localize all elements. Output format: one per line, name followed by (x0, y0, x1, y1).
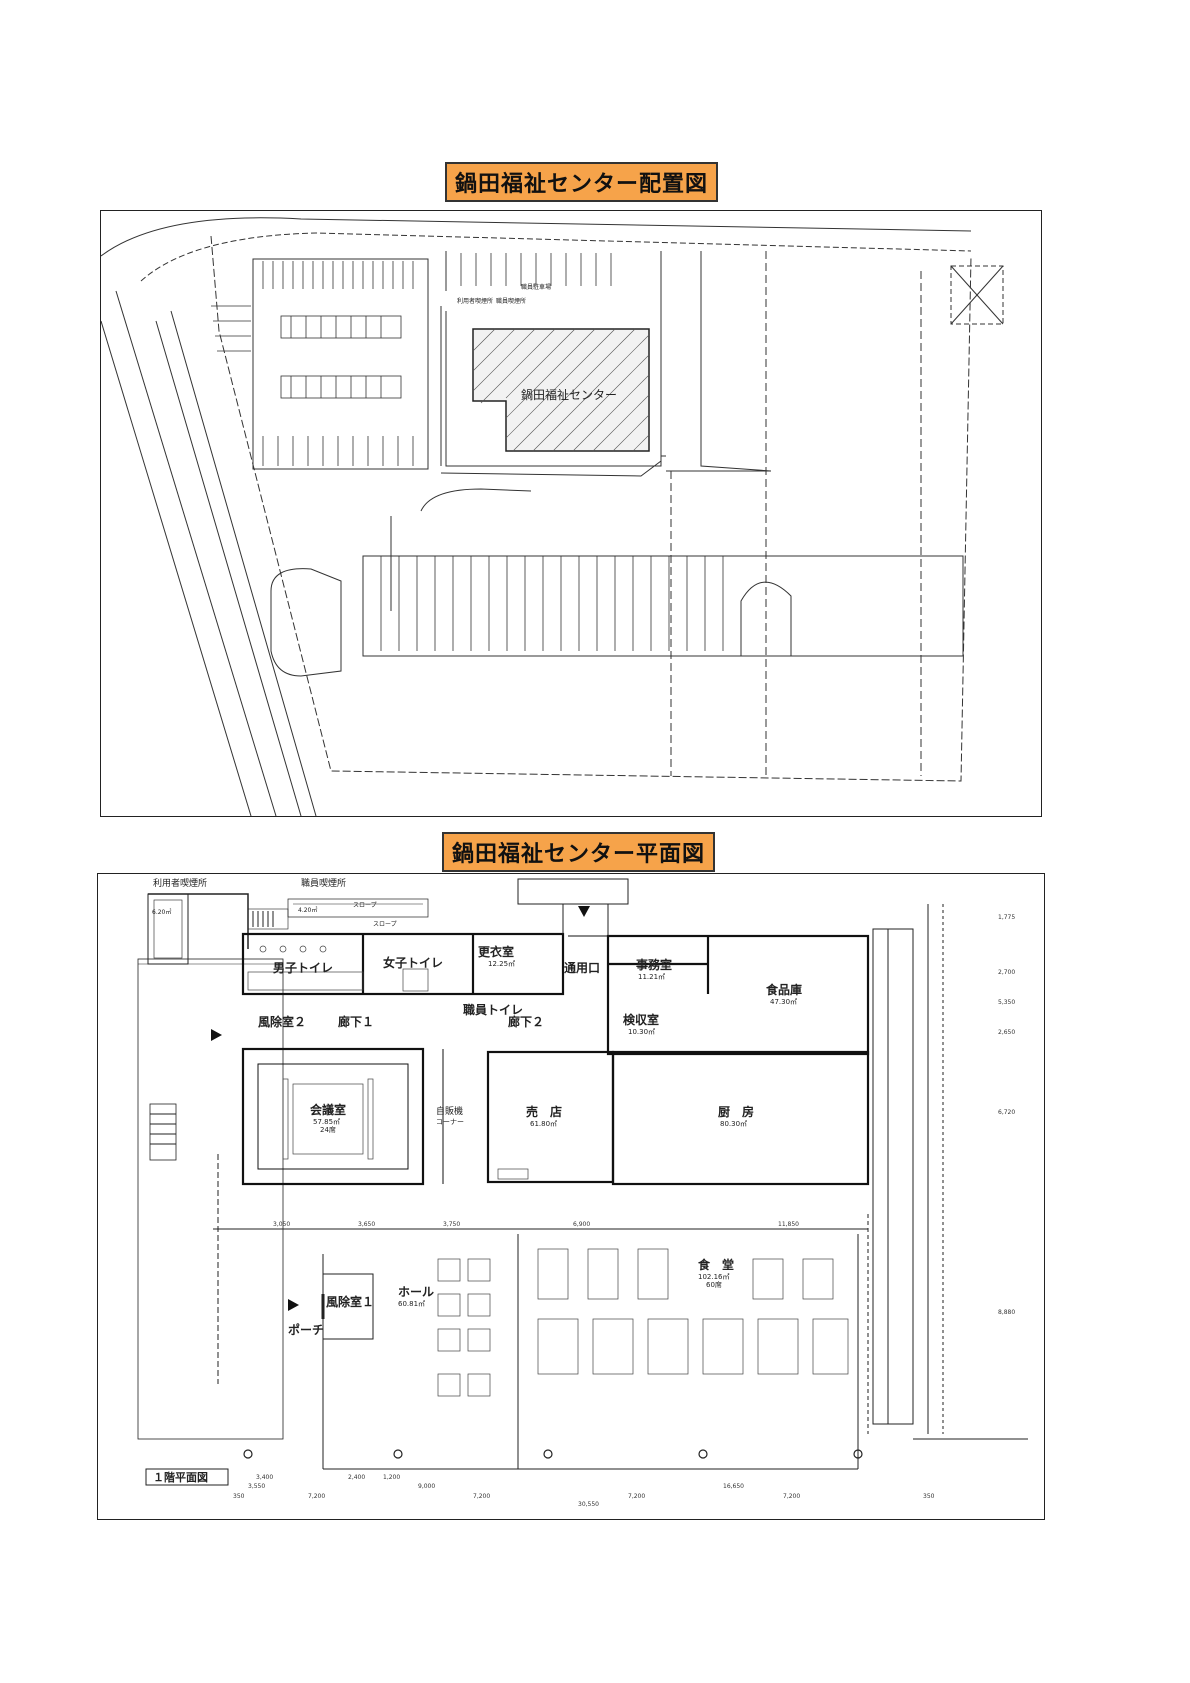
room-dining: 食 堂 (697, 1257, 734, 1272)
room-corridor-2: 廊下２ (508, 1014, 544, 1029)
room-meeting: 会議室 (310, 1102, 346, 1117)
room-food-storage: 食品庫 (765, 982, 802, 997)
room-hall-area: 60.81㎡ (398, 1300, 425, 1308)
room-shop: 売 店 (526, 1104, 562, 1119)
room-dining-seats: 60席 (706, 1280, 722, 1289)
dim-right-4: 2,650 (998, 1029, 1015, 1036)
room-inspection-area: 10.30㎡ (628, 1028, 655, 1036)
room-office: 事務室 (636, 957, 672, 972)
area-staff-smoking: 4.20㎡ (298, 906, 317, 914)
room-corridor-1: 廊下１ (338, 1014, 374, 1029)
room-food-storage-area: 47.30㎡ (770, 998, 797, 1006)
room-vending-corner: コーナー (436, 1118, 464, 1126)
dim-b3-3: 7,200 (473, 1493, 490, 1500)
dim-top-5: 11,850 (778, 1221, 799, 1228)
room-inspection: 検収室 (623, 1012, 659, 1027)
room-labels: 男子トイレ 女子トイレ 更衣室 12.25㎡ 通用口 事務室 11.21㎡ 食品… (258, 944, 802, 1337)
room-vending: 自販機 (436, 1105, 463, 1117)
dim-total: 30,550 (578, 1501, 599, 1508)
dim-right-6: 8,880 (998, 1309, 1015, 1316)
staff-smoking-area-label: 職員喫煙所 (301, 877, 346, 889)
dim-b2-1: 3,550 (248, 1483, 265, 1490)
room-men-toilet: 男子トイレ (273, 961, 333, 975)
site-plan-title: 鍋田福祉センター配置図 (445, 162, 719, 202)
room-dining-area: 102.16㎡ (698, 1273, 730, 1281)
dim-b3-1: 350 (233, 1493, 245, 1500)
staff-smoking-label: 職員喫煙所 (496, 297, 526, 305)
room-meeting-seats: 24席 (320, 1125, 336, 1134)
site-plan-drawing: 鍋田福祉センター 利用者喫煙所 職員喫煙所 職員駐車場 (100, 210, 1042, 817)
staff-parking-label: 職員駐車場 (521, 283, 551, 291)
dim-right-3: 5,350 (998, 999, 1015, 1006)
room-shop-area: 61.80㎡ (530, 1120, 557, 1128)
room-hall: ホール (398, 1285, 434, 1299)
room-kitchen-area: 80.30㎡ (720, 1120, 747, 1128)
dim-b2-3: 16,650 (723, 1483, 744, 1490)
room-porch: ポーチ (288, 1322, 324, 1337)
room-women-toilet: 女子トイレ (383, 955, 443, 970)
slope-label-1: スロープ (353, 902, 377, 909)
area-user-smoking: 6.20㎡ (152, 908, 171, 916)
room-meeting-area: 57.85㎡ (313, 1118, 340, 1126)
room-windbreak-2: 風除室２ (258, 1014, 306, 1029)
dim-right-5: 6,720 (998, 1109, 1015, 1116)
dim-top-1: 3,050 (273, 1221, 290, 1228)
site-plan-svg: 鍋田福祉センター 利用者喫煙所 職員喫煙所 職員駐車場 (101, 217, 1004, 816)
dim-right-2: 2,700 (998, 969, 1015, 976)
user-smoking-label: 利用者喫煙所 (457, 297, 493, 305)
floor-plan-caption: １階平面図 (153, 1470, 208, 1484)
user-smoking-area-label: 利用者喫煙所 (153, 877, 207, 889)
room-changing-area: 12.25㎡ (488, 960, 515, 968)
dimension-labels: 3,050 3,650 3,750 6,900 11,850 3,400 2,4… (233, 914, 1015, 1508)
dim-b3-6: 350 (923, 1493, 935, 1500)
dim-b1-2: 2,400 (348, 1474, 365, 1481)
dim-b1-1: 3,400 (256, 1474, 273, 1481)
dim-top-2: 3,650 (358, 1221, 375, 1228)
room-staff-toilet: 職員トイレ (463, 1002, 523, 1017)
room-service-entrance: 通用口 (564, 960, 600, 975)
slope-label-2: スロープ (373, 921, 397, 928)
dim-b3-5: 7,200 (783, 1493, 800, 1500)
room-changing: 更衣室 (478, 944, 514, 959)
floor-plan-drawing: 利用者喫煙所 職員喫煙所 6.20㎡ 4.20㎡ スロープ スロープ (97, 873, 1045, 1520)
building-label: 鍋田福祉センター (521, 387, 617, 402)
dim-b3-4: 7,200 (628, 1493, 645, 1500)
room-kitchen: 厨 房 (718, 1104, 754, 1119)
dim-b2-2: 9,000 (418, 1483, 435, 1490)
dim-b3-2: 7,200 (308, 1493, 325, 1500)
floor-plan-svg: 利用者喫煙所 職員喫煙所 6.20㎡ 4.20㎡ スロープ スロープ (137, 877, 1028, 1508)
dim-b1-3: 1,200 (383, 1474, 400, 1481)
building-block: 鍋田福祉センター (472, 328, 650, 452)
floor-plan-title: 鍋田福祉センター平面図 (442, 832, 716, 872)
room-windbreak-1: 風除室１ (326, 1294, 374, 1309)
room-office-area: 11.21㎡ (638, 973, 665, 981)
dim-right-1: 1,775 (998, 914, 1015, 921)
dim-top-4: 6,900 (573, 1221, 590, 1228)
dim-top-3: 3,750 (443, 1221, 460, 1228)
